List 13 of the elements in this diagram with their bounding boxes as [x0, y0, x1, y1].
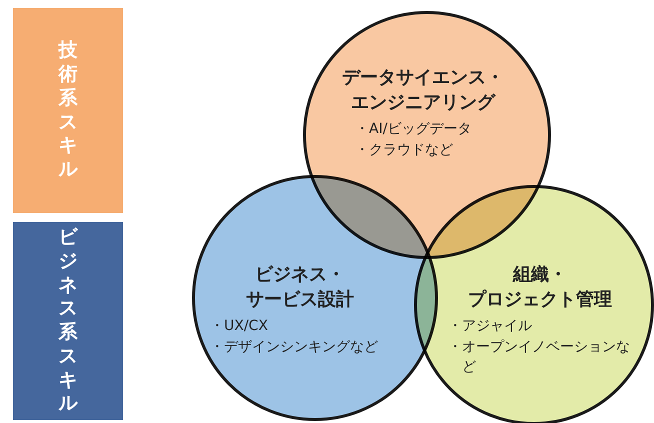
circle-heading: データサイエンス・エンジニアリング	[341, 66, 505, 116]
category-band	[13, 222, 123, 420]
category-label: 技術系スキル	[58, 39, 78, 182]
category-band	[13, 8, 123, 213]
bullet-item: ・オープンイノベーションなど	[448, 338, 631, 377]
bullet-item: ・UX/CX	[210, 317, 269, 336]
circle-heading: ビジネス・サービス設計	[245, 263, 355, 312]
bullet-item: ・デザインシンキングなど	[210, 338, 379, 357]
bullet-item: ・AI/ビッグデータ	[355, 120, 472, 140]
category-label: ビジネス系スキル	[58, 226, 78, 416]
bullet-item: ・アジャイル	[448, 317, 533, 336]
circle-heading: 組織・プロジェクト管理	[467, 263, 613, 312]
bullet-item: ・クラウドなど	[355, 140, 454, 160]
